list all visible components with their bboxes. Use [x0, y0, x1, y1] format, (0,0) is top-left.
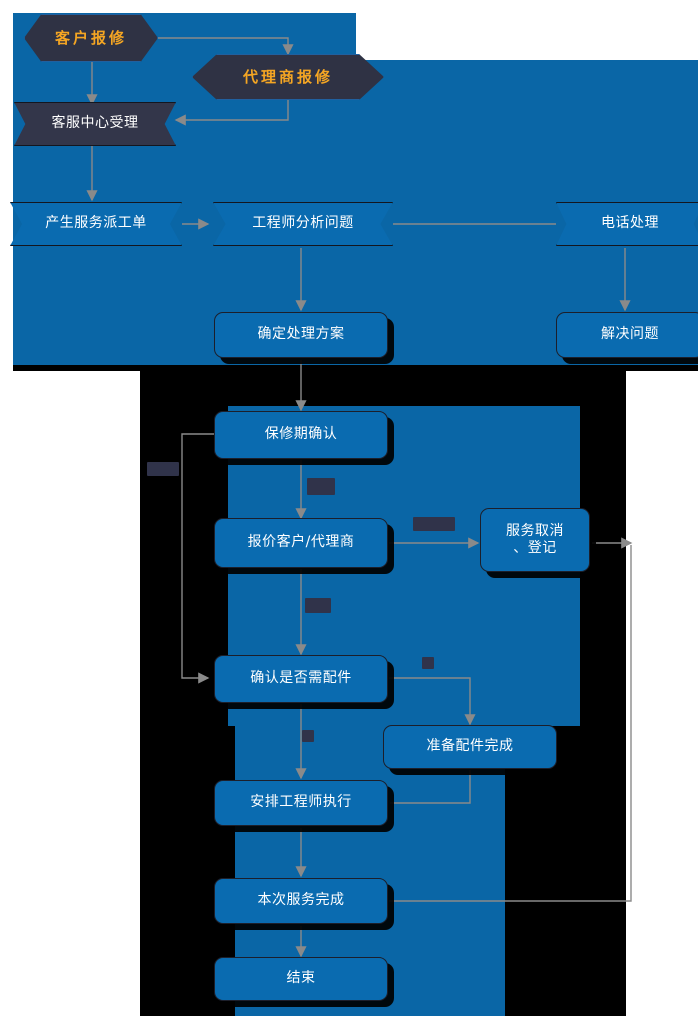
node-engineer-analyze[interactable]: 工程师分析问题 — [213, 202, 393, 246]
node-service-cancel-register[interactable]: 服务取消 、登记 — [480, 508, 590, 572]
edge-label-redacted-warranty — [307, 478, 335, 495]
node-phone-handling[interactable]: 电话处理 — [556, 202, 698, 246]
node-parts-ready[interactable]: 准备配件完成 — [383, 725, 557, 769]
node-agent-report[interactable]: 代理商报修 — [192, 54, 384, 100]
node-customer-report[interactable]: 客户报修 — [24, 14, 158, 62]
edge-label-redacted-parts-yes — [422, 657, 434, 669]
node-end[interactable]: 结束 — [214, 957, 388, 1001]
edge-label-redacted-quote-right — [413, 517, 455, 531]
edge-label-redacted-left — [147, 462, 179, 476]
node-service-completed[interactable]: 本次服务完成 — [214, 878, 388, 924]
node-service-center-accept[interactable]: 客服中心受理 — [14, 102, 176, 146]
background-panel-lower-wide — [390, 806, 505, 1016]
edge-label-redacted-parts-no — [302, 730, 314, 742]
node-confirm-parts-needed[interactable]: 确认是否需配件 — [214, 655, 388, 703]
node-create-work-order[interactable]: 产生服务派工单 — [10, 202, 182, 246]
node-warranty-confirm[interactable]: 保修期确认 — [214, 411, 388, 459]
node-confirm-solution[interactable]: 确定处理方案 — [214, 312, 388, 358]
gutter-left-mid — [0, 365, 13, 1030]
gutter-left-lower — [0, 371, 140, 1030]
node-problem-solved[interactable]: 解决问题 — [556, 312, 698, 358]
node-service-cancel-line2: 、登记 — [513, 540, 557, 556]
gutter-right-lower — [626, 371, 698, 1030]
gutter-bottom — [0, 1016, 698, 1030]
node-quote-customer-agent[interactable]: 报价客户/代理商 — [214, 518, 388, 568]
node-assign-engineer[interactable]: 安排工程师执行 — [214, 780, 388, 826]
gutter-top-right — [356, 0, 698, 60]
node-service-cancel-line1: 服务取消 — [506, 522, 564, 539]
edge-label-redacted-quote-down — [305, 598, 331, 613]
